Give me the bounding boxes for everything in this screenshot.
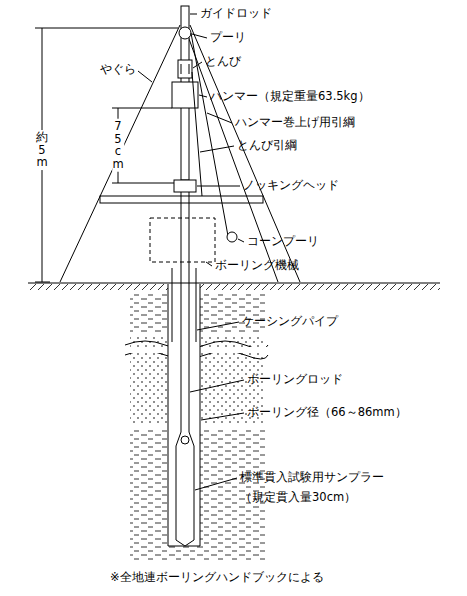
boring-rod (181, 192, 189, 432)
part-label: ボーリングロッド (247, 373, 343, 387)
sampler (176, 432, 194, 546)
part-label: ボーリング機械 (215, 259, 299, 273)
boring-machine (150, 218, 215, 262)
part-label: ノッキングヘッド (243, 179, 339, 193)
part-label: ボーリング径（66～86mm） (247, 406, 407, 420)
part-label: ケーシングパイプ (242, 315, 338, 329)
part-label: ※全地連ボーリングハンドブックによる (110, 571, 324, 585)
part-label: とんび (205, 55, 241, 69)
part-label: ガイドロッド (200, 7, 272, 21)
leader-lines (138, 14, 244, 490)
dimension-lines (35, 28, 178, 282)
part-label: ハンマー巻上げ用引綱 (235, 116, 355, 130)
part-label: 標準貫入試験用サンプラー (240, 471, 384, 485)
borehole (168, 268, 200, 546)
part-label: とんび引綱 (237, 139, 297, 153)
ground (28, 283, 440, 290)
tonbi (178, 60, 192, 78)
part-label: ハンマー（規定重量63.5kg） (210, 90, 370, 104)
part-label: やぐら (100, 63, 136, 77)
cone-pulley (227, 232, 237, 242)
dimension-label: 75cm (112, 119, 124, 172)
knocking-head (174, 180, 196, 192)
pulley (179, 27, 191, 39)
part-label: コーンプーリ (247, 235, 319, 249)
dimension-label: 約5m (36, 130, 48, 170)
part-label: プーリ (210, 31, 246, 45)
part-label: （規定貫入量30cm） (240, 491, 356, 505)
